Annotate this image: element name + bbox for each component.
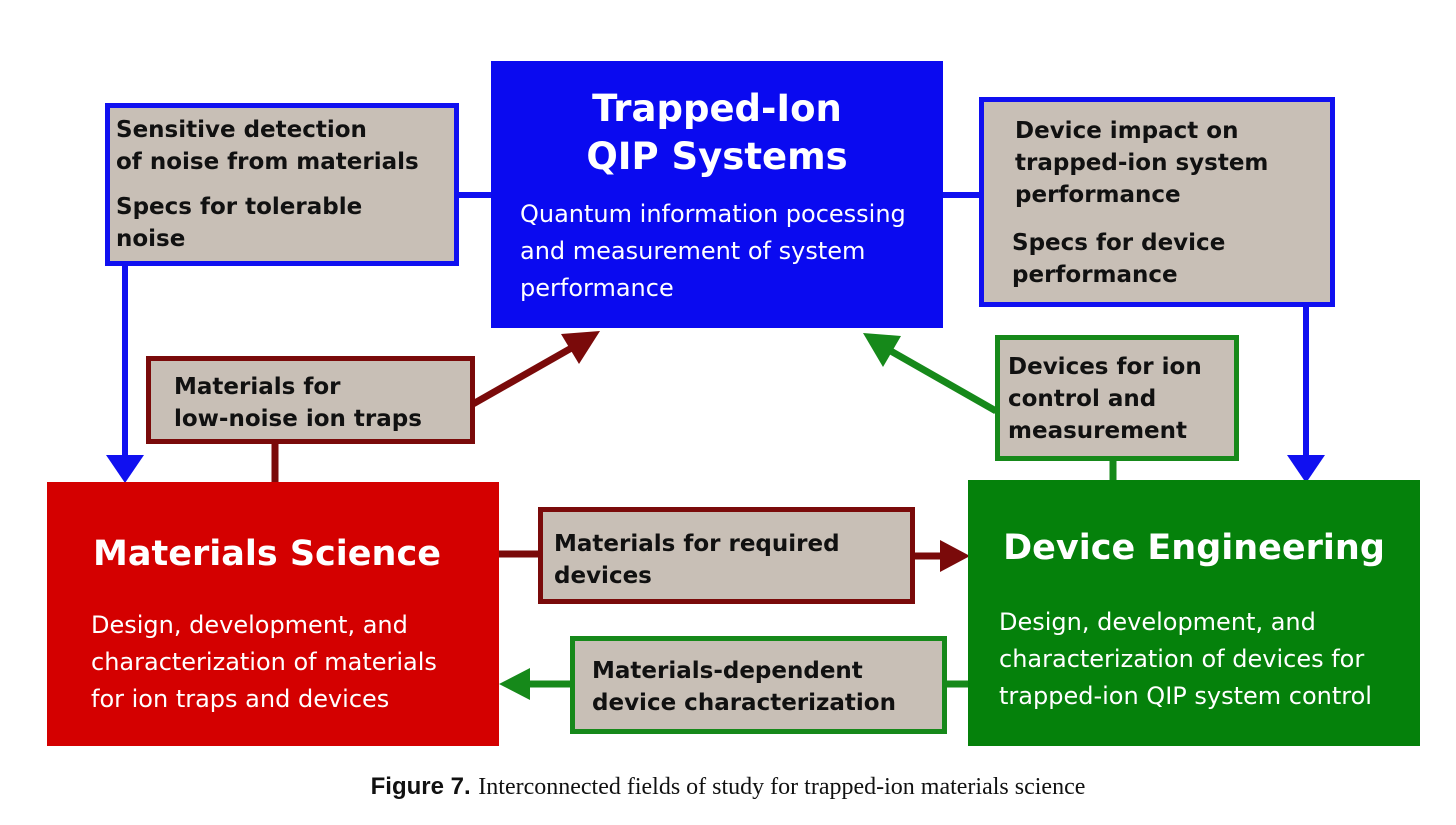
figure-caption-text: Interconnected fields of study for trapp…: [478, 774, 1086, 800]
arrowhead-down-to-device: [1287, 455, 1325, 483]
tolerable-noise-text: Specs for tolerable noise: [116, 194, 363, 252]
device-impact-text: Device impact on trapped-ion system perf…: [1015, 118, 1269, 208]
dependent-characterization-box: Materials-dependent device characterizat…: [570, 636, 947, 734]
qip-systems-box: Trapped-Ion QIP Systems Quantum informat…: [491, 61, 943, 328]
dependent-characterization-text: Materials-dependent device characterizat…: [592, 658, 896, 716]
materials-title: Materials Science: [93, 534, 441, 574]
materials-description: Design, development, and characterizatio…: [91, 611, 437, 713]
qip-description: Quantum information pocessing and measur…: [520, 200, 906, 302]
ion-control-devices-box: Devices for ion control and measurement: [995, 335, 1239, 461]
arrowhead-to-device-red: [940, 540, 970, 572]
arrowhead-to-qip-green: [863, 333, 901, 367]
low-noise-materials-text: Materials for low-noise ion traps: [174, 374, 422, 432]
materials-science-box: Materials Science Design, development, a…: [47, 482, 499, 746]
qip-title-line1: Trapped-Ion: [592, 87, 842, 130]
device-description: Design, development, and characterizatio…: [999, 608, 1372, 710]
connector-low-noise-box-to-qip: [471, 342, 577, 408]
ion-control-devices-text: Devices for ion control and measurement: [1008, 354, 1202, 444]
arrowhead-to-materials-green: [499, 668, 530, 700]
figure-caption: Figure 7. Interconnected fields of study…: [0, 772, 1456, 801]
low-noise-materials-box: Materials for low-noise ion traps: [146, 356, 475, 444]
arrowhead-down-to-materials: [106, 455, 144, 483]
figure-label: Figure 7.: [370, 773, 471, 800]
qip-title: Trapped-Ion QIP Systems: [491, 85, 943, 181]
qip-title-line2: QIP Systems: [586, 135, 848, 178]
required-devices-materials-box: Materials for required devices: [538, 507, 915, 604]
device-impact-box: Device impact on trapped-ion system perf…: [979, 97, 1335, 307]
noise-detection-box: Sensitive detection of noise from materi…: [105, 103, 459, 266]
device-engineering-box: Device Engineering Design, development, …: [968, 480, 1420, 746]
arrowhead-to-qip-red: [561, 331, 600, 364]
device-specs-text: Specs for device performance: [1012, 230, 1226, 288]
required-devices-materials-text: Materials for required devices: [554, 531, 840, 589]
noise-detection-text: Sensitive detection of noise from materi…: [116, 117, 419, 175]
connector-ion-control-box-to-qip: [887, 346, 998, 415]
device-title: Device Engineering: [1003, 528, 1385, 568]
